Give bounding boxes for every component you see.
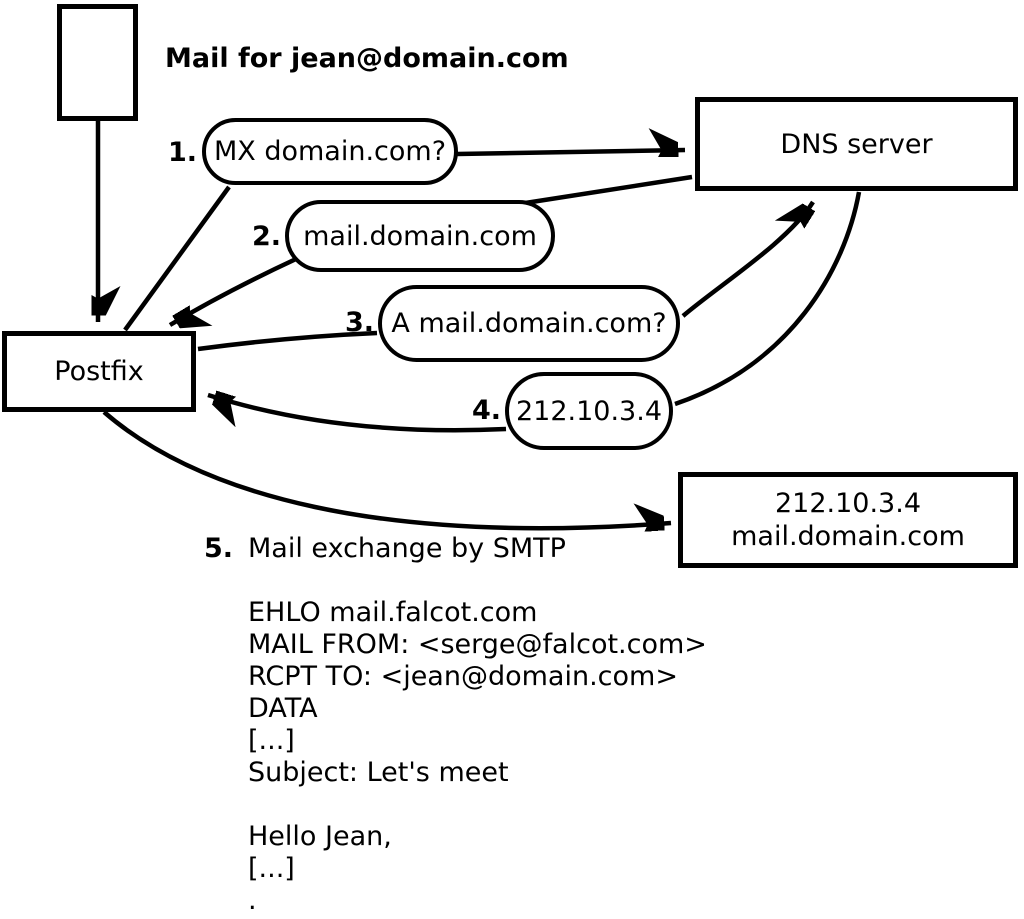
step5-number: 5. [203, 533, 233, 564]
step3-label: A mail.domain.com? [391, 308, 667, 339]
mail-server-node: 212.10.3.4 mail.domain.com [678, 472, 1018, 568]
arrow-mx-response-to-postfix [168, 256, 297, 325]
postfix-node: Postfix [2, 331, 196, 412]
arrow-postfix-to-mail-server [102, 410, 672, 528]
mail-server-ip: 212.10.3.4 [775, 488, 921, 519]
diagram-title: Mail for jean@domain.com [165, 43, 569, 74]
line-postfix-to-a-query [197, 330, 378, 352]
step4-number: 4. [471, 395, 501, 426]
step1-bubble: MX domain.com? [202, 118, 458, 185]
mail-message-box [57, 4, 138, 121]
postfix-label: Postfix [54, 356, 144, 387]
step2-bubble: mail.domain.com [285, 200, 555, 272]
step2-number: 2. [251, 221, 281, 252]
step4-label: 212.10.3.4 [516, 395, 662, 427]
smtp-session-text: EHLO mail.falcot.com MAIL FROM: <serge@f… [248, 597, 707, 916]
mail-server-hostname: mail.domain.com [731, 521, 965, 552]
step1-number: 1. [167, 137, 197, 168]
arrow-a-query-to-dns [681, 202, 813, 318]
step3-number: 3. [344, 307, 374, 338]
step2-label: mail.domain.com [303, 220, 537, 252]
step4-bubble: 212.10.3.4 [505, 372, 673, 450]
step1-label: MX domain.com? [213, 136, 447, 167]
arrow-mx-query-to-dns [456, 150, 686, 154]
line-dns-to-mx-response [505, 174, 693, 209]
dns-server-label: DNS server [780, 128, 933, 160]
line-postfix-to-mx-query [123, 185, 231, 332]
line-dns-to-a-response [674, 191, 862, 407]
arrow-a-response-to-postfix [207, 395, 507, 433]
dns-server-node: DNS server [695, 97, 1018, 191]
step3-bubble: A mail.domain.com? [378, 285, 680, 362]
step5-label: Mail exchange by SMTP [248, 533, 566, 564]
